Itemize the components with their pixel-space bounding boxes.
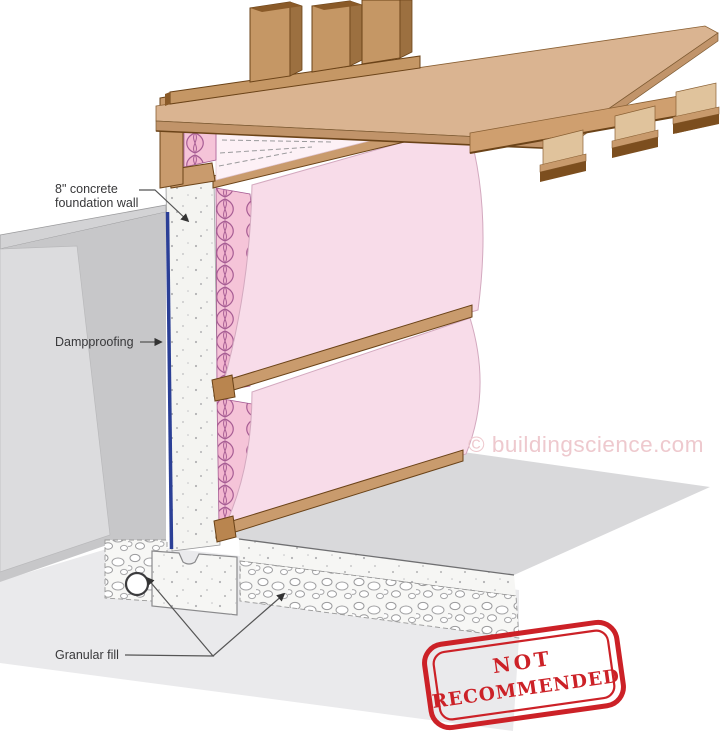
slab-edge <box>238 538 517 597</box>
furring-strip-middle <box>211 304 473 402</box>
wall-stud <box>361 0 413 65</box>
drain-pipe <box>124 571 150 597</box>
label-granular-fill: Granular fill <box>55 576 286 662</box>
label-dampproofing: Dampproofing <box>55 335 163 349</box>
watermark: © buildingscience.com <box>468 432 704 457</box>
soil-backfill <box>0 204 167 582</box>
basement-floor <box>226 452 710 575</box>
granular-fill-under-slab <box>239 560 520 639</box>
granular-fill-label: Granular fill <box>55 648 119 662</box>
concrete-footing <box>151 550 238 616</box>
floor-joist <box>539 129 587 182</box>
wall-stud <box>249 1 303 83</box>
floor-joist <box>672 82 720 134</box>
insulation-blanket-lower <box>223 317 481 529</box>
dampproofing-layer <box>165 211 174 550</box>
leader-granular-fill-2 <box>212 592 286 657</box>
furring-strip-bottom <box>213 449 464 543</box>
foundation-wall-label-line2: foundation wall <box>55 196 138 210</box>
stamp-inner-border <box>432 629 616 721</box>
concrete-foundation-wall-face <box>165 179 221 552</box>
label-foundation-wall: 8" concrete foundation wall <box>55 182 190 223</box>
leader-foundation-wall <box>139 189 190 223</box>
floor-joist <box>611 105 659 158</box>
dampproofing-label: Dampproofing <box>55 335 134 349</box>
wall-stud <box>311 0 363 73</box>
stamp-outer-border <box>422 619 626 731</box>
foundation-wall-label-line1: 8" concrete <box>55 182 118 196</box>
